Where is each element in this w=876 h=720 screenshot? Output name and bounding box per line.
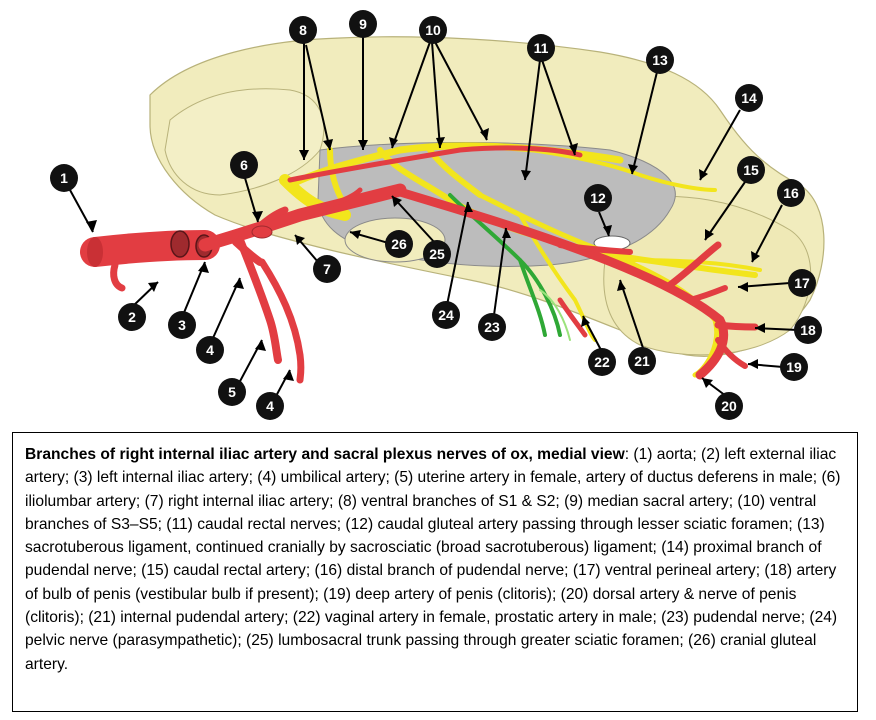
aorta	[80, 230, 220, 267]
marker-8: 8	[289, 16, 317, 44]
marker-24: 24	[432, 301, 460, 329]
marker-10: 10	[419, 16, 447, 44]
marker-16: 16	[777, 179, 805, 207]
svg-text:3: 3	[178, 317, 186, 333]
svg-text:21: 21	[634, 353, 650, 369]
anatomy-illustration: 1 2 3 4 5 4 6 7 8 9 10 11 12 13 14 15 16…	[50, 10, 825, 420]
marker-4: 4	[196, 336, 224, 364]
svg-text:8: 8	[299, 22, 307, 38]
svg-text:26: 26	[391, 236, 407, 252]
uterine-artery	[258, 258, 305, 384]
svg-text:18: 18	[800, 322, 816, 338]
marker-15: 15	[737, 156, 765, 184]
caudal-rectal-artery	[666, 241, 722, 289]
svg-text:20: 20	[721, 398, 737, 414]
marker-20: 20	[715, 392, 743, 420]
umbilical-artery	[236, 236, 282, 364]
arteries	[80, 145, 759, 384]
svg-text:15: 15	[743, 162, 759, 178]
marker-22: 22	[588, 348, 616, 376]
svg-text:4: 4	[266, 398, 274, 414]
cranial-gluteal-artery	[327, 187, 363, 208]
svg-text:12: 12	[590, 190, 606, 206]
marker-18: 18	[794, 316, 822, 344]
marker-5: 5	[218, 378, 246, 406]
caption-box: Branches of right internal iliac artery …	[12, 432, 858, 712]
left-external-iliac-stump	[170, 230, 190, 258]
arrowheads	[86, 128, 765, 388]
svg-text:2: 2	[128, 309, 136, 325]
internal-pudendal-artery	[395, 187, 729, 380]
prostatic-vaginal-artery	[557, 297, 588, 338]
svg-text:17: 17	[794, 275, 810, 291]
caption-heading: Branches of right internal iliac artery …	[25, 446, 625, 463]
svg-text:10: 10	[425, 22, 441, 38]
marker-1: 1	[50, 164, 78, 192]
marker-13: 13	[646, 46, 674, 74]
svg-text:6: 6	[240, 157, 248, 173]
marker-3: 3	[168, 311, 196, 339]
marker-19: 19	[780, 353, 808, 381]
marker-21: 21	[628, 347, 656, 375]
svg-text:5: 5	[228, 384, 236, 400]
marker-4-lower: 4	[256, 392, 284, 420]
svg-text:9: 9	[359, 16, 367, 32]
marker-26: 26	[385, 230, 413, 258]
svg-text:13: 13	[652, 52, 668, 68]
marker-11: 11	[527, 34, 555, 62]
right-internal-iliac-artery	[198, 183, 407, 252]
svg-text:22: 22	[594, 354, 610, 370]
svg-text:19: 19	[786, 359, 802, 375]
deep-artery-of-penis	[715, 337, 748, 369]
svg-text:7: 7	[323, 261, 331, 277]
caption-body: : (1) aorta; (2) left external iliac art…	[25, 446, 841, 673]
marker-9: 9	[349, 10, 377, 38]
svg-text:16: 16	[783, 185, 799, 201]
svg-text:24: 24	[438, 307, 454, 323]
marker-6: 6	[230, 151, 258, 179]
svg-text:4: 4	[206, 342, 214, 358]
marker-2: 2	[118, 303, 146, 331]
svg-text:11: 11	[534, 40, 549, 56]
artery-of-bulb	[714, 321, 759, 331]
svg-text:25: 25	[429, 246, 445, 262]
median-sacral-artery	[287, 145, 583, 183]
ventral-perineal-artery	[687, 285, 728, 303]
marker-23: 23	[478, 313, 506, 341]
marker-12: 12	[584, 184, 612, 212]
svg-text:1: 1	[60, 170, 68, 186]
marker-17: 17	[788, 269, 816, 297]
caudal-gluteal-artery	[557, 242, 633, 255]
marker-7: 7	[313, 255, 341, 283]
svg-text:14: 14	[741, 90, 757, 106]
svg-text:23: 23	[484, 319, 500, 335]
marker-14: 14	[735, 84, 763, 112]
marker-25: 25	[423, 240, 451, 268]
